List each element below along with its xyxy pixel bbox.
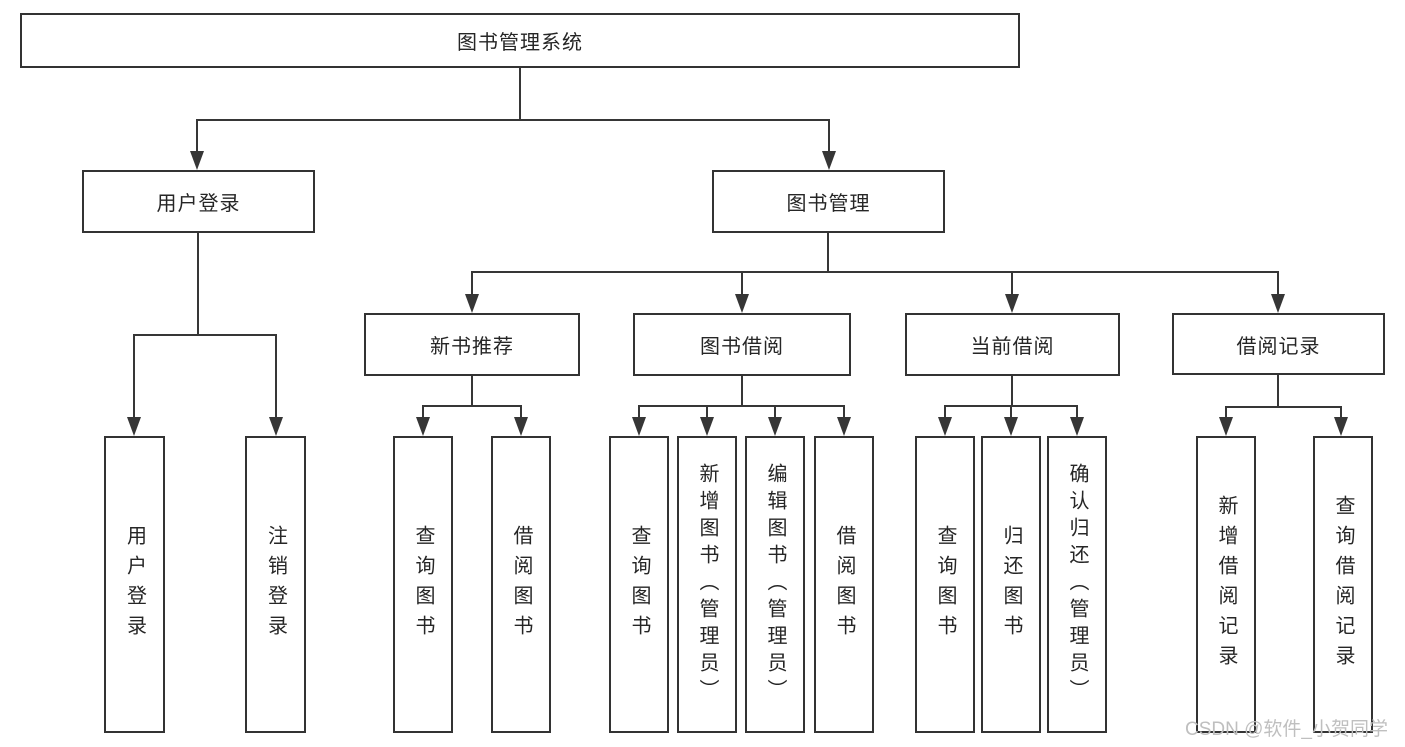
leaf-query-books-current: 查询图书 (915, 436, 975, 733)
node-user-login-group: 用户登录 (82, 170, 315, 233)
leaf-borrow-books-borrowing-label: 借阅图书 (833, 524, 855, 645)
arrowheads (127, 151, 1348, 436)
leaf-logout-label: 注销登录 (264, 524, 287, 645)
leaf-edit-book-admin: 编辑图书（管理员） (745, 436, 805, 733)
node-root-system: 图书管理系统 (20, 13, 1020, 68)
leaf-confirm-return-admin: 确认归还（管理员） (1047, 436, 1107, 733)
node-borrowing-records-label: 借阅记录 (1236, 335, 1321, 358)
leaf-return-book: 归还图书 (981, 436, 1041, 733)
node-root-system-label: 图书管理系统 (457, 32, 583, 54)
leaf-logout: 注销登录 (245, 436, 306, 733)
csdn-watermark: CSDN @软件_小贺同学 (1185, 719, 1388, 740)
node-current-borrowing-label: 当前借阅 (970, 336, 1055, 358)
leaf-add-borrow-record: 新增借阅记录 (1196, 436, 1256, 733)
leaf-query-books-recommend: 查询图书 (393, 436, 453, 733)
node-book-management: 图书管理 (712, 170, 945, 233)
leaf-borrow-books-recommend: 借阅图书 (491, 436, 551, 733)
leaf-add-book-admin-label: 新增图书（管理员） (696, 463, 718, 706)
leaf-query-books-current-label: 查询图书 (934, 524, 956, 645)
node-borrowing-records: 借阅记录 (1172, 313, 1385, 375)
leaf-query-borrow-record: 查询借阅记录 (1313, 436, 1373, 733)
node-book-borrowing-label: 图书借阅 (700, 336, 784, 358)
leaf-add-book-admin: 新增图书（管理员） (677, 436, 737, 733)
node-new-book-recommend-label: 新书推荐 (430, 336, 514, 358)
node-user-login-group-label: 用户登录 (156, 193, 241, 215)
leaf-query-books-borrowing-label: 查询图书 (628, 524, 650, 645)
leaf-confirm-return-admin-label: 确认归还（管理员） (1066, 463, 1088, 706)
leaf-edit-book-admin-label: 编辑图书（管理员） (764, 463, 786, 706)
leaf-user-login-label: 用户登录 (123, 524, 146, 645)
leaf-user-login: 用户登录 (104, 436, 165, 733)
node-book-borrowing: 图书借阅 (633, 313, 851, 376)
node-current-borrowing: 当前借阅 (905, 313, 1120, 376)
leaf-query-books-recommend-label: 查询图书 (412, 524, 434, 645)
leaf-query-books-borrowing: 查询图书 (609, 436, 669, 733)
node-book-management-label: 图书管理 (786, 193, 871, 215)
leaf-return-book-label: 归还图书 (1000, 524, 1022, 645)
node-new-book-recommend: 新书推荐 (364, 313, 580, 376)
leaf-borrow-books-recommend-label: 借阅图书 (510, 524, 532, 645)
leaf-query-borrow-record-label: 查询借阅记录 (1332, 494, 1354, 675)
leaf-add-borrow-record-label: 新增借阅记录 (1215, 494, 1237, 675)
leaf-borrow-books-borrowing: 借阅图书 (814, 436, 874, 733)
